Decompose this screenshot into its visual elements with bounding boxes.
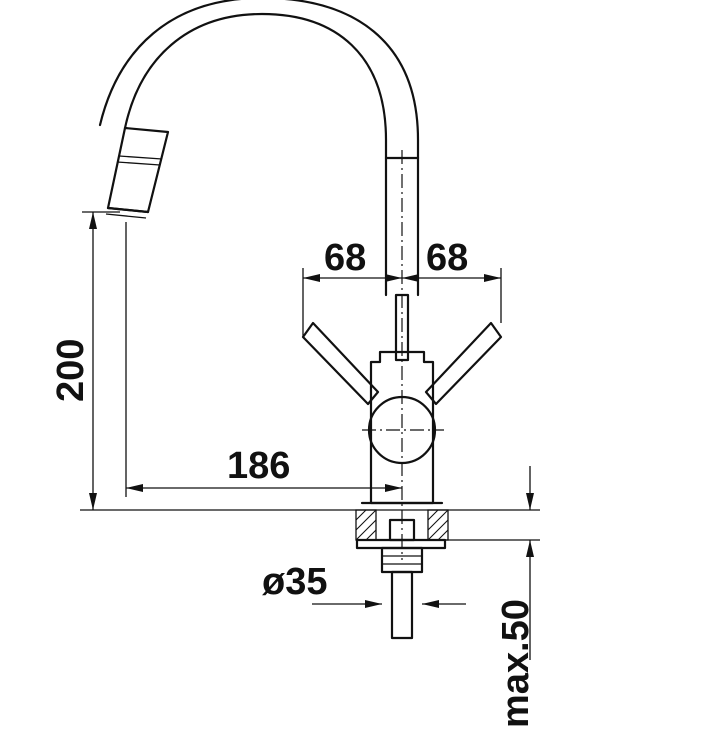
dimension-hole-diameter: ø35 xyxy=(262,561,466,608)
counter-deck xyxy=(80,509,540,541)
dimension-deck-thickness: max.50 xyxy=(495,466,537,728)
dim-68-left: 68 xyxy=(324,237,366,279)
spout xyxy=(98,0,420,219)
dim-186: 186 xyxy=(227,445,290,487)
dim-max-50: max.50 xyxy=(495,599,537,728)
dimension-spout-height: 200 xyxy=(50,211,120,510)
dim-200: 200 xyxy=(50,339,92,402)
dimension-lever-spread: 68 68 xyxy=(302,237,502,337)
mounting-kit xyxy=(355,518,447,640)
dim-diameter-35: ø35 xyxy=(262,561,327,603)
dimension-spout-reach: 186 xyxy=(125,222,402,497)
dim-68-right: 68 xyxy=(426,237,468,279)
